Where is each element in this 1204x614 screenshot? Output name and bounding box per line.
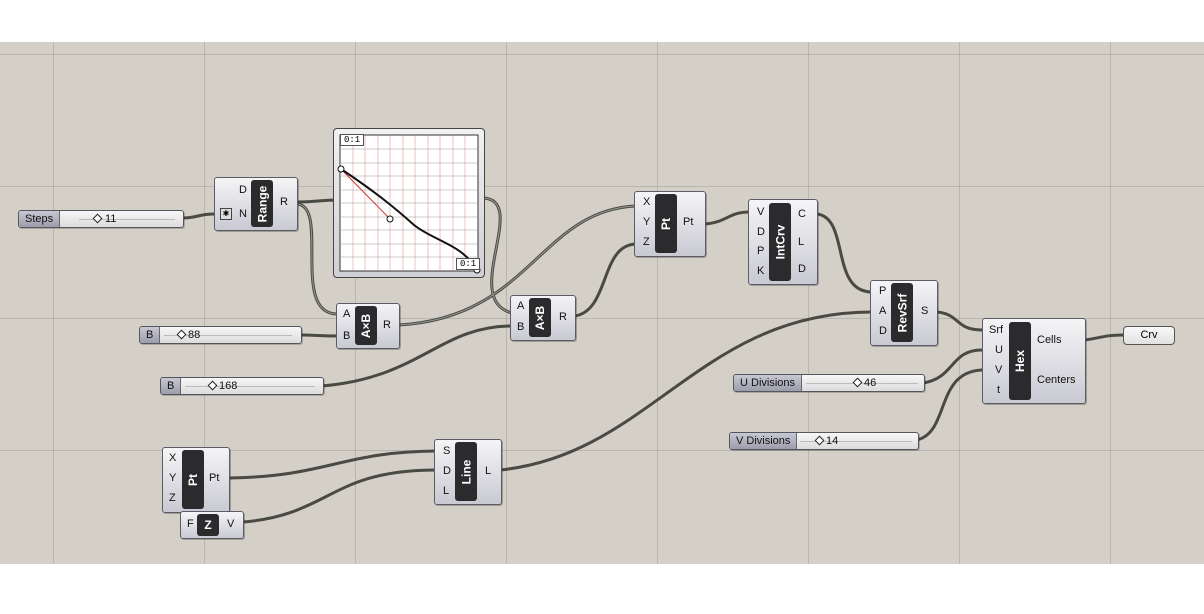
slider-knob[interactable]: [814, 435, 825, 446]
slider-knob[interactable]: [207, 380, 218, 391]
hex-input-u[interactable]: U: [995, 344, 1003, 356]
hex-input-t[interactable]: t: [997, 384, 1001, 396]
revsrf-input-p[interactable]: P: [879, 285, 887, 297]
mult1-output-r[interactable]: R: [383, 319, 391, 331]
multiply-component-2[interactable]: A B A×B R: [510, 295, 576, 341]
graph-curve: [340, 168, 478, 271]
crv-label: Crv: [1140, 329, 1158, 341]
mult2-output-r[interactable]: R: [559, 311, 567, 323]
line-sdl-component[interactable]: S D L Line L: [434, 439, 502, 505]
slider-knob[interactable]: [92, 213, 103, 224]
b-slider-88[interactable]: B 88: [139, 326, 302, 344]
pt2-output-pt[interactable]: Pt: [209, 472, 220, 484]
mult1-input-a[interactable]: A: [343, 308, 351, 320]
graph-tag-top: 0:1: [340, 134, 365, 146]
z-label: Z: [197, 514, 219, 536]
multiply-component-1[interactable]: A B A×B R: [336, 303, 400, 349]
revsrf-output-s[interactable]: S: [921, 305, 929, 317]
slider-value: 46: [864, 377, 877, 389]
range-label: Range: [251, 180, 273, 227]
pt2-input-y[interactable]: Y: [169, 472, 177, 484]
pt1-input-z[interactable]: Z: [643, 236, 650, 248]
pt1-label: Pt: [655, 194, 677, 253]
intcrv-output-c[interactable]: C: [798, 208, 806, 220]
pt2-label: Pt: [182, 450, 204, 509]
line-input-d[interactable]: D: [443, 465, 451, 477]
slider-value: 168: [219, 380, 238, 392]
slider-knob[interactable]: [176, 329, 187, 340]
slider-label: B: [161, 378, 182, 394]
intcrv-label: IntCrv: [769, 203, 791, 281]
u-divisions-slider[interactable]: U Divisions 46: [733, 374, 925, 392]
line-output-l[interactable]: L: [485, 465, 492, 477]
line-label: Line: [455, 442, 477, 501]
hexagonal-cells-component[interactable]: Srf U V t Hex Cells Centers: [982, 318, 1086, 404]
revolution-surface-component[interactable]: P A D RevSrf S: [870, 280, 938, 346]
pt1-input-y[interactable]: Y: [643, 216, 651, 228]
pt2-input-z[interactable]: Z: [169, 492, 176, 504]
range-output-r[interactable]: R: [280, 196, 288, 208]
hex-label: Hex: [1009, 322, 1031, 400]
mult1-label: A×B: [355, 306, 377, 345]
graph-mapper[interactable]: 0:1 0:1: [333, 128, 485, 278]
mult2-label: A×B: [529, 298, 551, 337]
mult2-input-a[interactable]: A: [517, 300, 525, 312]
v-divisions-slider[interactable]: V Divisions 14: [729, 432, 919, 450]
steps-slider[interactable]: Steps 11: [18, 210, 184, 228]
mult2-input-b[interactable]: B: [517, 321, 525, 333]
unit-z-component[interactable]: F Z V: [180, 511, 244, 539]
line-input-s[interactable]: S: [443, 445, 451, 457]
slider-label: Steps: [19, 211, 61, 227]
intcrv-input-p[interactable]: P: [757, 245, 765, 257]
construct-point-component-1[interactable]: X Y Z Pt Pt: [634, 191, 706, 257]
slider-knob[interactable]: [852, 377, 863, 388]
intcrv-input-v[interactable]: V: [757, 206, 765, 218]
revsrf-label: RevSrf: [891, 283, 913, 342]
range-input-n[interactable]: N: [239, 208, 247, 220]
intcrv-output-l[interactable]: L: [798, 236, 805, 248]
intcrv-input-d[interactable]: D: [757, 226, 765, 238]
pt1-output-pt[interactable]: Pt: [683, 216, 694, 228]
slider-value: 14: [826, 435, 839, 447]
hex-input-srf[interactable]: Srf: [989, 324, 1004, 336]
intcrv-output-d[interactable]: D: [798, 263, 806, 275]
z-output-v[interactable]: V: [227, 518, 235, 530]
slider-label: B: [140, 327, 161, 343]
curve-parameter[interactable]: Crv: [1123, 326, 1175, 345]
slider-value: 11: [105, 213, 117, 225]
graph-tag-bottom: 0:1: [456, 258, 481, 270]
interpolate-curve-component[interactable]: V D P K IntCrv C L D: [748, 199, 818, 285]
revsrf-input-a[interactable]: A: [879, 305, 887, 317]
flag-icon: ✱: [220, 208, 232, 220]
hex-input-v[interactable]: V: [995, 364, 1003, 376]
pt1-input-x[interactable]: X: [643, 196, 651, 208]
intcrv-input-k[interactable]: K: [757, 265, 765, 277]
hex-output-cells[interactable]: Cells: [1037, 334, 1062, 346]
hex-output-centers[interactable]: Centers: [1037, 374, 1076, 386]
construct-point-component-2[interactable]: X Y Z Pt Pt: [162, 447, 230, 513]
line-input-l[interactable]: L: [443, 485, 450, 497]
pt2-input-x[interactable]: X: [169, 452, 177, 464]
z-input-f[interactable]: F: [187, 518, 194, 530]
slider-label: U Divisions: [734, 375, 803, 391]
revsrf-input-d[interactable]: D: [879, 325, 887, 337]
slider-value: 88: [188, 329, 201, 341]
mult1-input-b[interactable]: B: [343, 330, 351, 342]
b-slider-168[interactable]: B 168: [160, 377, 324, 395]
slider-label: V Divisions: [730, 433, 798, 449]
range-component[interactable]: D N ✱ Range R: [214, 177, 298, 231]
range-input-d[interactable]: D: [239, 184, 247, 196]
